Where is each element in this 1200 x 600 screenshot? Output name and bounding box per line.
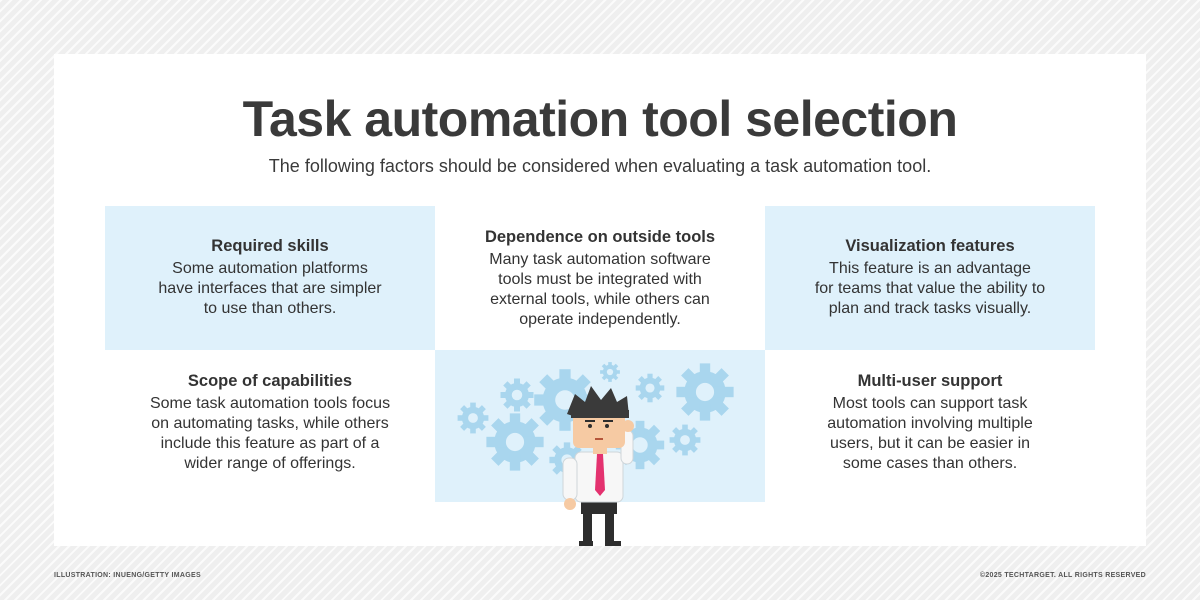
factor-heading: Required skills (211, 237, 329, 255)
gear-icon (486, 413, 544, 471)
gear-icon (600, 362, 620, 382)
gear-icon (500, 378, 534, 412)
factor-description: Most tools can support task automation i… (827, 395, 1033, 472)
factor-heading: Dependence on outside tools (484, 228, 716, 246)
factor-heading: Visualization features (845, 237, 1015, 255)
factor-description: Some task automation tools focus on auto… (149, 395, 391, 472)
page-title: Task automation tool selection (242, 91, 958, 147)
factor-dependence-on-outside-tools: Dependence on outside tools Many task au… (435, 206, 765, 350)
factor-description: This feature is an advantage for teams t… (814, 260, 1046, 317)
gear-icon (669, 424, 701, 456)
gear-icon (457, 402, 489, 434)
copyright-notice: ©2025 TECHTARGET. ALL RIGHTS RESERVED (979, 572, 1146, 579)
factor-description: Some automation platforms have interface… (158, 260, 382, 317)
factor-multi-user-support: Multi-user support Most tools can suppor… (765, 350, 1095, 502)
page-subtitle: The following factors should be consider… (268, 156, 932, 176)
businessman-illustration (562, 386, 634, 546)
factor-heading: Scope of capabilities (187, 372, 353, 390)
gear-icon (676, 363, 734, 421)
factor-visualization-features: Visualization features This feature is a… (765, 206, 1095, 350)
factor-description: Many task automation software tools must… (489, 251, 711, 328)
illustration-credit: ILLUSTRATION: INUENG/GETTY IMAGES (54, 572, 201, 579)
factor-scope-of-capabilities: Scope of capabilities Some task automati… (105, 350, 435, 502)
factor-heading: Multi-user support (857, 372, 1003, 390)
factor-required-skills: Required skills Some automation platform… (105, 206, 435, 350)
